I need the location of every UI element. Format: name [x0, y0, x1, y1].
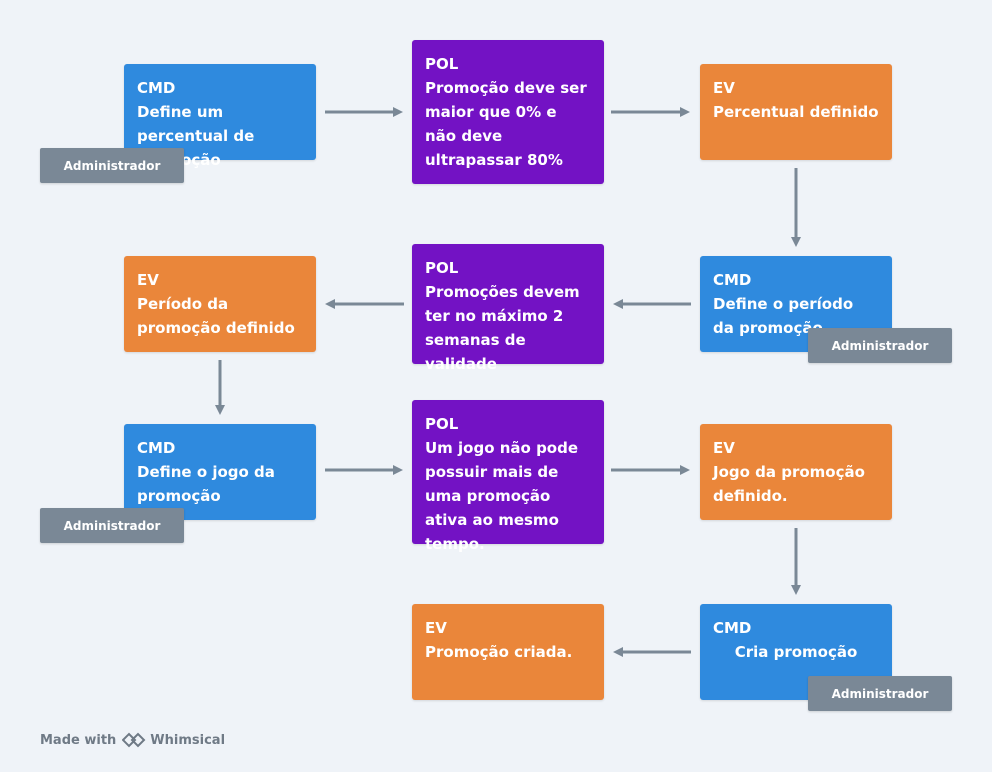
command-card-define-periodo[interactable]: CMD Define o período da promoção [700, 256, 892, 352]
policy-card-percentual-limite[interactable]: POL Promoção deve ser maior que 0% e não… [412, 40, 604, 184]
card-type-label: POL [425, 55, 459, 73]
event-card-promocao-criada[interactable]: EV Promoção criada. [412, 604, 604, 700]
card-type-label: EV [425, 619, 447, 637]
made-with-label: Made with [40, 732, 117, 748]
card-type-label: CMD [713, 619, 752, 637]
card-text: Promoções devem ter no máximo 2 semanas … [425, 283, 580, 373]
policy-card-validade-maxima[interactable]: POL Promoções devem ter no máximo 2 sema… [412, 244, 604, 373]
card-text: Período da promoção definido [137, 295, 295, 337]
card-type-label: EV [713, 79, 735, 97]
card-type-label: CMD [137, 439, 176, 457]
command-card-define-percentual[interactable]: CMD Define um percentual de promoção [124, 64, 316, 169]
event-card-percentual-definido[interactable]: EV Percentual definido [700, 64, 892, 160]
event-card-jogo-definido[interactable]: EV Jogo da promoção definido. [700, 424, 892, 520]
card-text: Um jogo não pode possuir mais de uma pro… [425, 439, 579, 553]
card-text: Define o período da promoção [713, 295, 854, 337]
card-text: Define o jogo da promoção [137, 463, 275, 505]
made-with-whimsical-badge[interactable]: Made with Whimsical [40, 732, 225, 748]
card-text: Jogo da promoção definido. [713, 463, 865, 505]
command-card-define-jogo[interactable]: CMD Define o jogo da promoção [124, 424, 316, 520]
card-text: Percentual definido [713, 103, 879, 121]
policy-card-promocao-unica[interactable]: POL Um jogo não pode possuir mais de uma… [412, 400, 604, 553]
whimsical-brand-label: Whimsical [150, 732, 226, 748]
card-text: Cria promoção [734, 643, 858, 661]
card-type-label: CMD [713, 271, 752, 289]
card-text: Promoção deve ser maior que 0% e não dev… [425, 79, 587, 169]
card-type-label: CMD [137, 79, 176, 97]
card-type-label: EV [137, 271, 159, 289]
actor-administrador[interactable]: Administrador [40, 148, 184, 183]
card-type-label: POL [425, 415, 459, 433]
command-card-cria-promocao[interactable]: CMD Cria promoção [700, 604, 892, 700]
card-type-label: POL [425, 259, 459, 277]
actor-administrador[interactable]: Administrador [808, 676, 952, 711]
event-card-periodo-definido[interactable]: EV Período da promoção definido [124, 256, 316, 352]
actor-administrador[interactable]: Administrador [808, 328, 952, 363]
card-type-label: EV [713, 439, 735, 457]
actor-administrador[interactable]: Administrador [40, 508, 184, 543]
whimsical-logo-icon [122, 732, 146, 748]
card-text: Promoção criada. [425, 643, 573, 661]
